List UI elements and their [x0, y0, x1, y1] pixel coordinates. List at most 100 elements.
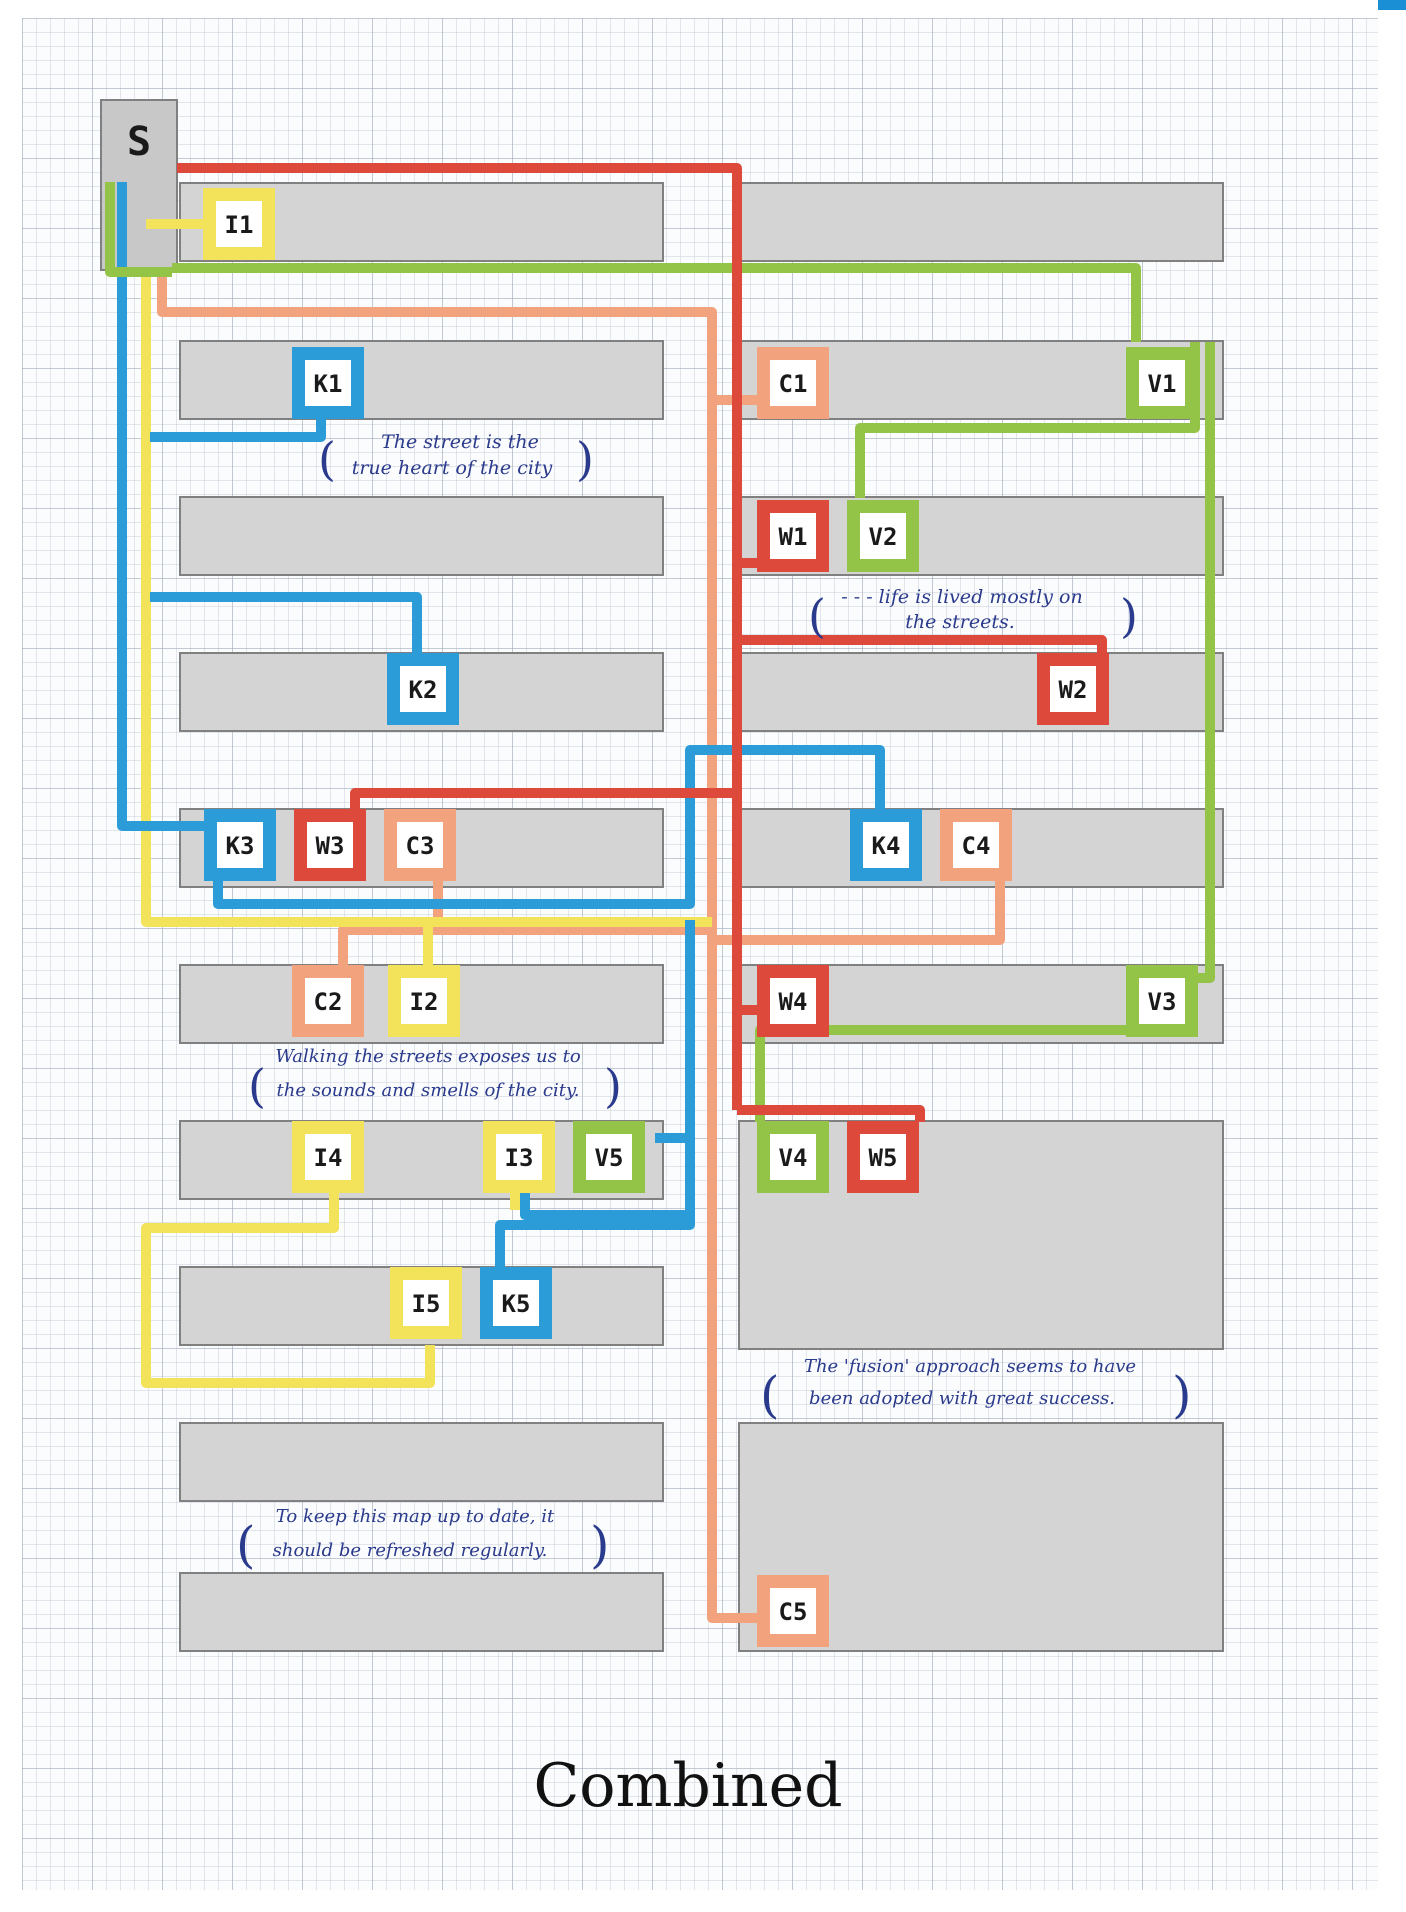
node-c1: C1 — [757, 347, 829, 419]
node-w4: W4 — [757, 965, 829, 1037]
node-face — [305, 1134, 351, 1180]
note-5: ( ) To keep this map up to date, it shou… — [236, 1506, 610, 1574]
node-label: K4 — [872, 832, 901, 860]
node-label: W4 — [779, 988, 808, 1016]
node-face — [493, 1280, 539, 1326]
route-red — [177, 163, 1107, 1122]
node-label: K3 — [226, 832, 255, 860]
note-4-line-1: The 'fusion' approach seems to have — [804, 1356, 1136, 1377]
node-k2: K2 — [387, 653, 459, 725]
node-label: C3 — [406, 832, 435, 860]
node-w2: W2 — [1037, 653, 1109, 725]
node-face — [397, 822, 443, 868]
node-face — [401, 978, 447, 1024]
city-block — [738, 652, 1224, 732]
node-v1: V1 — [1126, 347, 1198, 419]
annotations: ( ) The street is the true heart of the … — [236, 431, 1192, 1574]
routes — [105, 163, 1215, 1623]
node-k3: K3 — [204, 809, 276, 881]
node-w3: W3 — [294, 809, 366, 881]
node-label: V5 — [595, 1144, 624, 1172]
svg-text:): ) — [604, 1059, 622, 1113]
node-i3: I3 — [483, 1121, 555, 1193]
node-label: I4 — [314, 1144, 343, 1172]
node-label: C4 — [962, 832, 991, 860]
city-block — [179, 1422, 664, 1502]
note-5-line-1: To keep this map up to date, it — [276, 1506, 555, 1527]
node-face — [860, 513, 906, 559]
node-w5: W5 — [847, 1121, 919, 1193]
note-3: ( ) Walking the streets exposes us to th… — [248, 1046, 622, 1113]
note-4: ( ) The 'fusion' approach seems to have … — [760, 1356, 1192, 1424]
svg-text:): ) — [1120, 589, 1138, 643]
node-face — [217, 822, 263, 868]
node-face — [770, 513, 816, 559]
node-face — [860, 1134, 906, 1180]
svg-text:(: ( — [248, 1059, 266, 1113]
node-label: K2 — [409, 676, 438, 704]
node-k5: K5 — [480, 1267, 552, 1339]
svg-text:(: ( — [318, 432, 336, 486]
svg-text:): ) — [1172, 1366, 1192, 1424]
node-face — [586, 1134, 632, 1180]
node-label: V4 — [779, 1144, 808, 1172]
node-i2: I2 — [388, 965, 460, 1037]
note-5-line-2: should be refreshed regularly. — [273, 1540, 548, 1561]
node-label: I5 — [412, 1290, 441, 1318]
node-face — [863, 822, 909, 868]
node-face — [216, 201, 262, 247]
node-c2: C2 — [292, 965, 364, 1037]
node-label: W1 — [779, 523, 808, 551]
note-1-line-2: true heart of the city — [352, 457, 553, 479]
city-block — [179, 496, 664, 576]
city-block — [179, 340, 664, 420]
route-yellow — [141, 219, 712, 1388]
node-label: I2 — [410, 988, 439, 1016]
node-face — [305, 360, 351, 406]
node-label: W3 — [316, 832, 345, 860]
node-label: V2 — [869, 523, 898, 551]
node-k1: K1 — [292, 347, 364, 419]
node-w1: W1 — [757, 500, 829, 572]
node-label: W2 — [1059, 676, 1088, 704]
node-face — [1139, 978, 1185, 1024]
node-label: C5 — [779, 1598, 808, 1626]
svg-text:): ) — [576, 432, 594, 486]
node-face — [770, 1588, 816, 1634]
node-i1: I1 — [203, 188, 275, 260]
note-4-line-2: been adopted with great success. — [809, 1388, 1115, 1409]
node-face — [400, 666, 446, 712]
node-face — [953, 822, 999, 868]
city-block — [179, 1572, 664, 1652]
route-blue — [117, 182, 885, 1270]
node-v5: V5 — [573, 1121, 645, 1193]
node-v4: V4 — [757, 1121, 829, 1193]
node-label: W5 — [869, 1144, 898, 1172]
node-i4: I4 — [292, 1121, 364, 1193]
note-3-line-2: the sounds and smells of the city. — [277, 1080, 580, 1101]
node-label: C1 — [779, 370, 808, 398]
node-label: K1 — [314, 370, 343, 398]
node-v3: V3 — [1126, 965, 1198, 1037]
svg-text:(: ( — [236, 1516, 256, 1574]
node-face — [305, 978, 351, 1024]
node-v2: V2 — [847, 500, 919, 572]
city-block — [738, 182, 1224, 262]
node-face — [770, 360, 816, 406]
node-label: I1 — [225, 211, 254, 239]
node-face — [496, 1134, 542, 1180]
svg-text:): ) — [590, 1516, 610, 1574]
node-i5: I5 — [390, 1267, 462, 1339]
start-label: S — [127, 119, 151, 165]
node-k4: K4 — [850, 809, 922, 881]
node-face — [770, 978, 816, 1024]
note-3-line-1: Walking the streets exposes us to — [275, 1046, 580, 1067]
note-1: ( ) The street is the true heart of the … — [318, 431, 594, 486]
node-label: C2 — [314, 988, 343, 1016]
node-face — [770, 1134, 816, 1180]
node-face — [403, 1280, 449, 1326]
svg-text:(: ( — [760, 1366, 780, 1424]
svg-text:(: ( — [808, 589, 826, 643]
note-2-line-2: the streets. — [905, 611, 1015, 633]
